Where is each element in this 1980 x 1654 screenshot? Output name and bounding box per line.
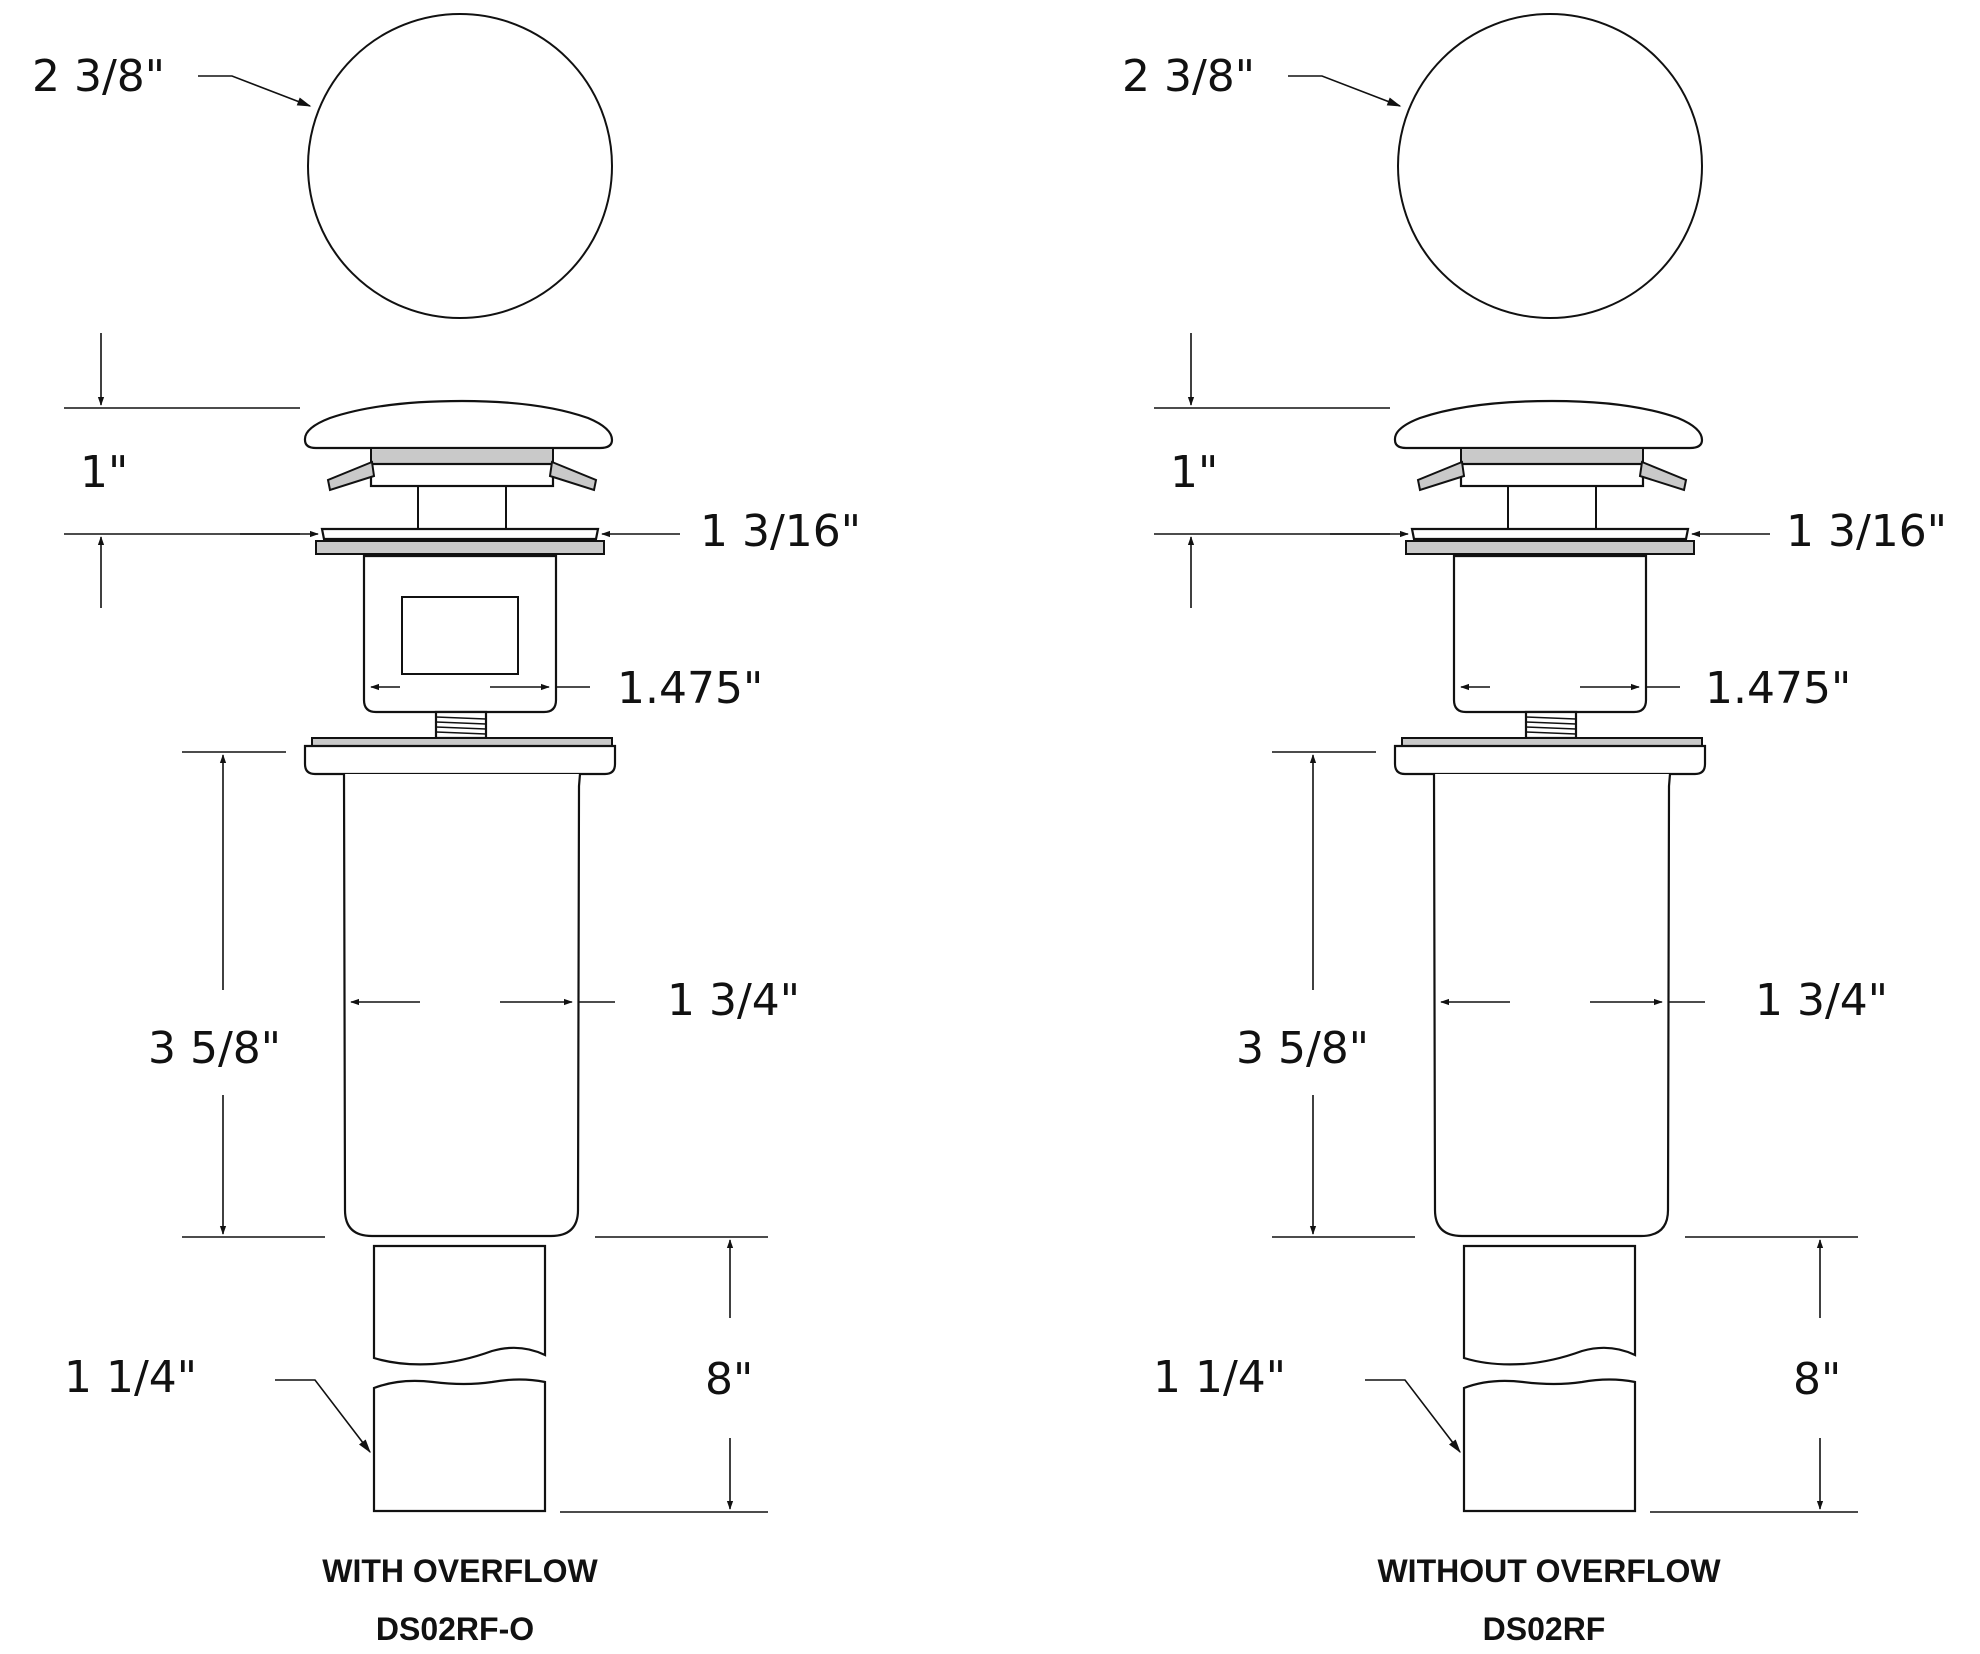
stopper-width-label: 1.475" bbox=[617, 663, 763, 714]
flange-diameter-label: 1 3/16" bbox=[700, 506, 861, 557]
tail-length-label: 8" bbox=[705, 1354, 753, 1405]
body-diameter-label: 1 3/4" bbox=[667, 975, 800, 1026]
overflow-window bbox=[401, 596, 519, 675]
drawing-caption: WITH OVERFLOW bbox=[322, 1553, 598, 1589]
flange-diameter-label: 1 3/16" bbox=[1786, 506, 1947, 557]
drawing-without-overflow: 2 3/8" 1" 1 3/16" 1.475" 3 5/8" 1 3/4" 1… bbox=[1122, 14, 1947, 1647]
drawing-with-overflow: 2 3/8" 1" 1 3/16" 1.475" 3 5/8" 1 3/4" 1… bbox=[32, 14, 861, 1647]
drawing-caption: WITHOUT OVERFLOW bbox=[1377, 1553, 1721, 1589]
model-number: DS02RF bbox=[1483, 1611, 1606, 1647]
cap-height-label: 1" bbox=[1170, 447, 1218, 498]
tail-diameter-label: 1 1/4" bbox=[64, 1352, 197, 1403]
stopper-width-label: 1.475" bbox=[1705, 663, 1851, 714]
cap-diameter-label: 2 3/8" bbox=[1122, 51, 1255, 102]
cap-diameter-label: 2 3/8" bbox=[32, 51, 165, 102]
drain-assembly bbox=[64, 14, 768, 1512]
body-height-label: 3 5/8" bbox=[1236, 1023, 1369, 1074]
model-number: DS02RF-O bbox=[376, 1611, 534, 1647]
cap-height-label: 1" bbox=[80, 447, 128, 498]
body-height-label: 3 5/8" bbox=[148, 1023, 281, 1074]
tail-diameter-label: 1 1/4" bbox=[1153, 1352, 1286, 1403]
drain-assembly bbox=[1154, 14, 1858, 1512]
body-diameter-label: 1 3/4" bbox=[1755, 975, 1888, 1026]
tail-length-label: 8" bbox=[1793, 1354, 1841, 1405]
